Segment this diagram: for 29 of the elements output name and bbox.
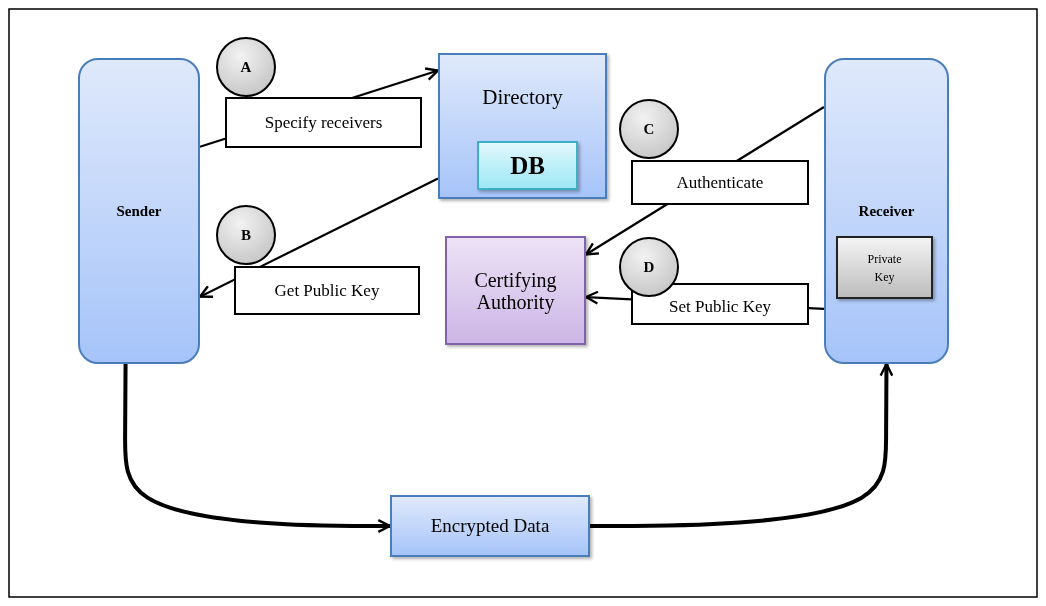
step-circle: [216, 205, 276, 265]
arrow: [123, 364, 392, 533]
arrow: [198, 177, 439, 298]
node-label: Private Key: [866, 250, 903, 286]
edge-label: Set Public Key: [631, 283, 809, 325]
step-circle: [619, 99, 679, 159]
private-key-box: [836, 236, 933, 299]
edge-label: Authenticate: [631, 160, 809, 205]
encrypted-data-box: [390, 495, 590, 557]
step-circle: [216, 37, 276, 97]
node-title: DB: [510, 151, 545, 180]
step-letter: C: [643, 120, 655, 138]
directory-box: [438, 53, 607, 199]
node-title: Directory: [482, 85, 563, 110]
node-title: Sender: [116, 202, 162, 220]
step-circle: [619, 237, 679, 297]
receiver-box: [824, 58, 949, 364]
node-label: Encrypted Data: [430, 515, 550, 537]
database-box: [477, 141, 578, 190]
authority-box: [445, 236, 586, 345]
arrow: [590, 362, 894, 528]
step-letter: A: [240, 58, 252, 76]
edge-label: Get Public Key: [234, 266, 420, 315]
node-label: Certifying Authority: [473, 268, 558, 313]
edge-label: Specify receivers: [225, 97, 422, 148]
node-title: Receiver: [858, 202, 915, 220]
sender-box: [78, 58, 200, 364]
step-letter: D: [643, 258, 655, 276]
step-letter: B: [241, 226, 251, 244]
